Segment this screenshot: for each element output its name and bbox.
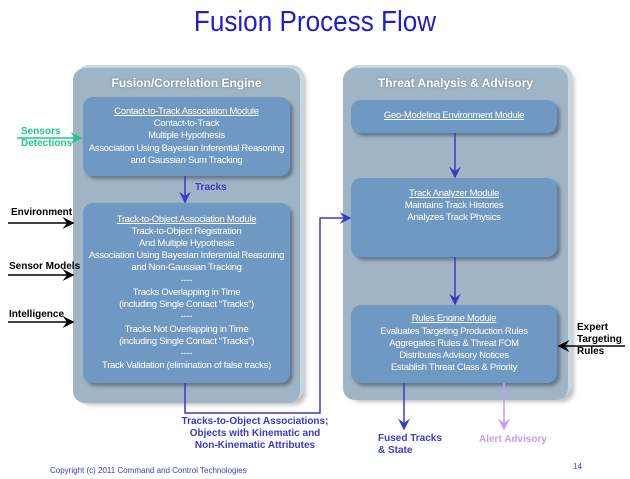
module-line: Analyzes Track Physics <box>407 212 501 224</box>
label-line: Detections <box>21 138 73 149</box>
module-line: and Gaussian Sum Tracking <box>130 154 243 166</box>
sensors-detections-label: Sensors Detections <box>21 126 72 150</box>
module-line: ---- <box>180 274 193 286</box>
module-line: Track-to-Object Registration <box>131 225 242 237</box>
geo-modeling-module: Geo-Modeling Environment Module <box>351 100 557 133</box>
module-line: Association Using Bayesian Inferential R… <box>88 250 285 262</box>
module-line: and Non-Gaussian Tracking <box>131 262 242 274</box>
label-line: & State <box>378 445 413 456</box>
module-heading: Geo-Modeling Environment Module <box>383 110 525 122</box>
module-line: Maintains Track Histories <box>404 200 504 212</box>
module-line: (including Single Contact “Tracks”) <box>119 335 254 347</box>
module-line: Establish Threat Class & Priority <box>390 362 518 374</box>
track-to-object-module: Track-to-Object Association Module Track… <box>83 203 290 383</box>
module-heading: Contact-to-Track Association Module <box>114 105 259 117</box>
module-line: And Multiple Hypothesis <box>138 238 234 250</box>
module-heading: Track Analyzer Module <box>409 188 499 199</box>
expert-targeting-rules-label: Expert Targeting Rules <box>577 322 622 358</box>
module-line: Contact-to-Track <box>153 118 220 130</box>
label-line: Targeting <box>577 334 622 345</box>
copyright: Copyright (c) 2011 Command and Control T… <box>50 466 247 475</box>
sensor-models-label: Sensor Models <box>9 261 81 272</box>
page-number: 14 <box>573 462 582 471</box>
page-title: Fusion Process Flow <box>193 6 437 38</box>
module-line: Aggregates Rules & Threat FOM <box>389 337 519 349</box>
rules-engine-module: Rules Engine Module Evaluates Targeting … <box>351 305 557 383</box>
label-line: Tracks-to-Object Associations; <box>181 416 329 427</box>
module-line: ---- <box>180 347 193 359</box>
module-heading: Rules Engine Module <box>411 313 497 325</box>
module-line: (including Single Contact “Tracks”) <box>119 299 254 311</box>
module-line: Multiple Hypothesis <box>148 130 225 142</box>
module-line: ---- <box>180 311 193 323</box>
module-line: Tracks Overlapping in Time <box>132 286 241 298</box>
module-line: Tracks Not Overlapping in Time <box>124 323 249 335</box>
label-line: Non-Kinematic Attributes <box>194 440 316 451</box>
label-line: Rules <box>577 346 605 357</box>
label-line: Sensors <box>21 126 61 137</box>
module-line: Evaluates Targeting Production Rules <box>380 325 528 337</box>
module-line: Track Validation (elimination of false t… <box>102 360 271 372</box>
label-line: Fused Tracks <box>378 433 442 444</box>
module-line: Distributes Advisory Notices <box>399 350 509 362</box>
intelligence-label: Intelligence <box>9 309 65 320</box>
module-heading: Track-to-Object Association Module <box>116 213 257 225</box>
panel-header: Threat Analysis & Advisory <box>377 76 534 90</box>
module-line: Association Using Bayesian Inferential R… <box>88 142 285 154</box>
alert-advisory-label: Alert Advisory <box>479 434 547 445</box>
track-analyzer-module: Track Analyzer Module Maintains Track Hi… <box>351 178 557 257</box>
associations-label: Tracks-to-Object Associations; Objects w… <box>170 416 340 452</box>
contact-to-track-module: Contact-to-Track Association Module Cont… <box>83 97 290 176</box>
panel-header: Fusion/Correlation Engine <box>111 76 262 90</box>
environment-label: Environment <box>11 207 73 218</box>
fused-tracks-label: Fused Tracks & State <box>378 433 442 457</box>
label-line: Objects with Kinematic and <box>189 428 321 439</box>
label-line: Expert <box>577 322 609 333</box>
tracks-label: Tracks <box>195 182 227 193</box>
